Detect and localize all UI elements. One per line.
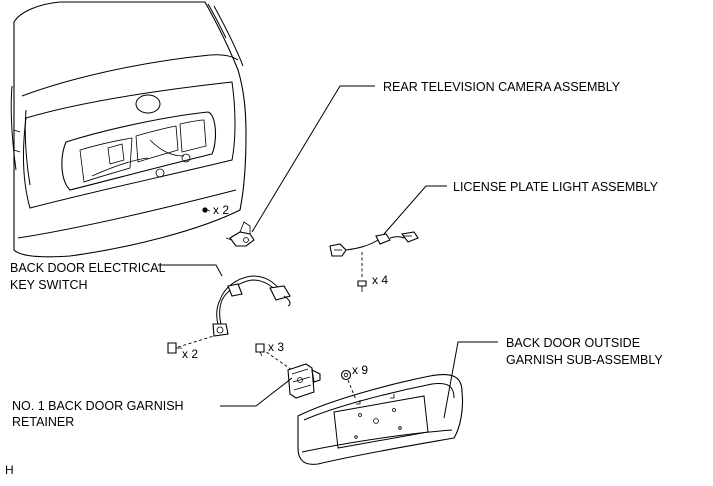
rear-camera-label: REAR TELEVISION CAMERA ASSEMBLY xyxy=(383,80,621,94)
retainer-label-line1: NO. 1 BACK DOOR GARNISH xyxy=(12,399,184,413)
key-switch-screw-qty: x 2 xyxy=(182,347,198,361)
corner-mark: H xyxy=(5,463,14,477)
retainer-screw-icon xyxy=(255,343,265,357)
key-switch-label-line2: KEY SWITCH xyxy=(10,278,88,292)
camera-screw-qty: x 2 xyxy=(213,203,229,217)
garnish-retainer-part xyxy=(287,363,321,399)
light-screw-icon xyxy=(357,280,367,292)
retainer-label-line2: RETAINER xyxy=(12,415,74,429)
camera-screw-icon xyxy=(202,207,211,213)
outside-garnish-part xyxy=(297,374,464,465)
license-plate-light-part xyxy=(329,231,419,257)
camera-leader-line xyxy=(251,85,375,233)
garnish-label-line1: BACK DOOR OUTSIDE xyxy=(506,336,640,350)
light-screw-qty: x 4 xyxy=(372,273,388,287)
key-switch-screw-icon xyxy=(167,342,182,354)
garnish-nut-qty: x 9 xyxy=(352,363,368,377)
license-light-label: LICENSE PLATE LIGHT ASSEMBLY xyxy=(453,180,659,194)
key-switch-harness-part xyxy=(212,275,291,337)
garnish-leader-line xyxy=(443,341,498,419)
light-leader-line xyxy=(383,185,447,235)
retainer-screw-qty: x 3 xyxy=(268,340,284,354)
back-door-illustration xyxy=(10,1,247,258)
key-switch-label-line1: BACK DOOR ELECTRICAL xyxy=(10,261,166,275)
garnish-nut-icon xyxy=(340,369,352,381)
garnish-label-line2: GARNISH SUB-ASSEMBLY xyxy=(506,353,663,367)
key-switch-leader-line xyxy=(158,264,223,277)
rear-camera-part xyxy=(225,221,255,247)
retainer-leader-line xyxy=(220,377,293,407)
